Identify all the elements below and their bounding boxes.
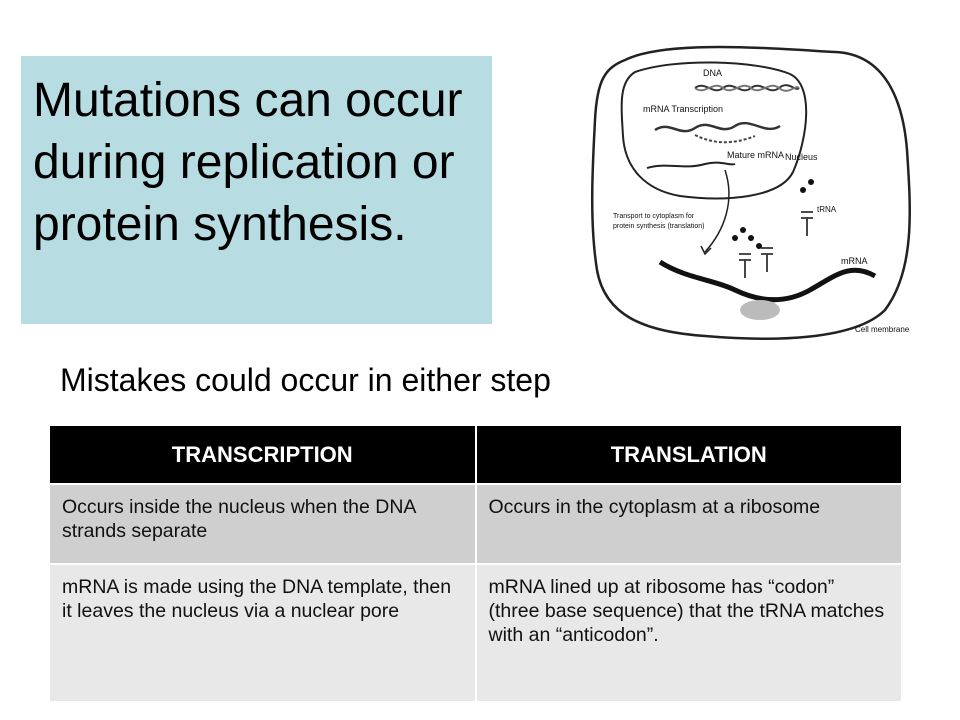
slide-title: Mutations can occur during replication o… (33, 74, 463, 251)
cell-diagram: DNA mRNA Transcription Mature mRNA Nucle… (585, 40, 925, 350)
label-mature-mrna: Mature mRNA (727, 150, 784, 160)
mature-mrna-strand (646, 161, 736, 169)
label-dna: DNA (703, 68, 722, 78)
transport-arrow (704, 169, 730, 253)
label-transcription: mRNA Transcription (643, 104, 723, 114)
dna-helix-strand (694, 84, 800, 92)
comparison-table: TRANSCRIPTION TRANSLATION Occurs inside … (48, 424, 903, 703)
label-trna: tRNA (817, 205, 837, 214)
label-transport-line2: protein synthesis (translation) (613, 223, 704, 230)
label-nucleus: Nucleus (785, 152, 818, 162)
table-row: mRNA is made using the DNA template, the… (48, 563, 903, 703)
cell-membrane-outline (590, 45, 911, 340)
transcription-dna (654, 121, 781, 133)
subtitle: Mistakes could occur in either step (60, 362, 551, 398)
table-cell: mRNA is made using the DNA template, the… (48, 563, 477, 703)
table-cell: Occurs inside the nucleus when the DNA s… (48, 483, 477, 565)
title-box: Mutations can occur during replication o… (21, 56, 492, 324)
ribosome (740, 300, 780, 320)
table-header-row: TRANSCRIPTION TRANSLATION (48, 424, 903, 485)
amino-acid-chain (732, 179, 814, 249)
table-cell: mRNA lined up at ribosome has “codon” (t… (474, 563, 903, 703)
transport-arrowhead (700, 245, 712, 256)
label-transport-line1: Transport to cytoplasm for (613, 213, 695, 220)
table-cell: Occurs in the cytoplasm at a ribosome (474, 483, 903, 565)
header-translation: TRANSLATION (474, 424, 903, 485)
cell-diagram-svg: DNA mRNA Transcription Mature mRNA Nucle… (590, 45, 911, 340)
label-cell-membrane: Cell membrane (855, 325, 910, 334)
transcription-mrna-strand (694, 134, 756, 144)
cytoplasm-mrna-strand (658, 259, 877, 303)
trna-shapes (739, 211, 813, 278)
table-row: Occurs inside the nucleus when the DNA s… (48, 483, 903, 565)
label-mrna: mRNA (841, 256, 868, 266)
nucleus-outline (620, 61, 808, 200)
header-transcription: TRANSCRIPTION (48, 424, 477, 485)
